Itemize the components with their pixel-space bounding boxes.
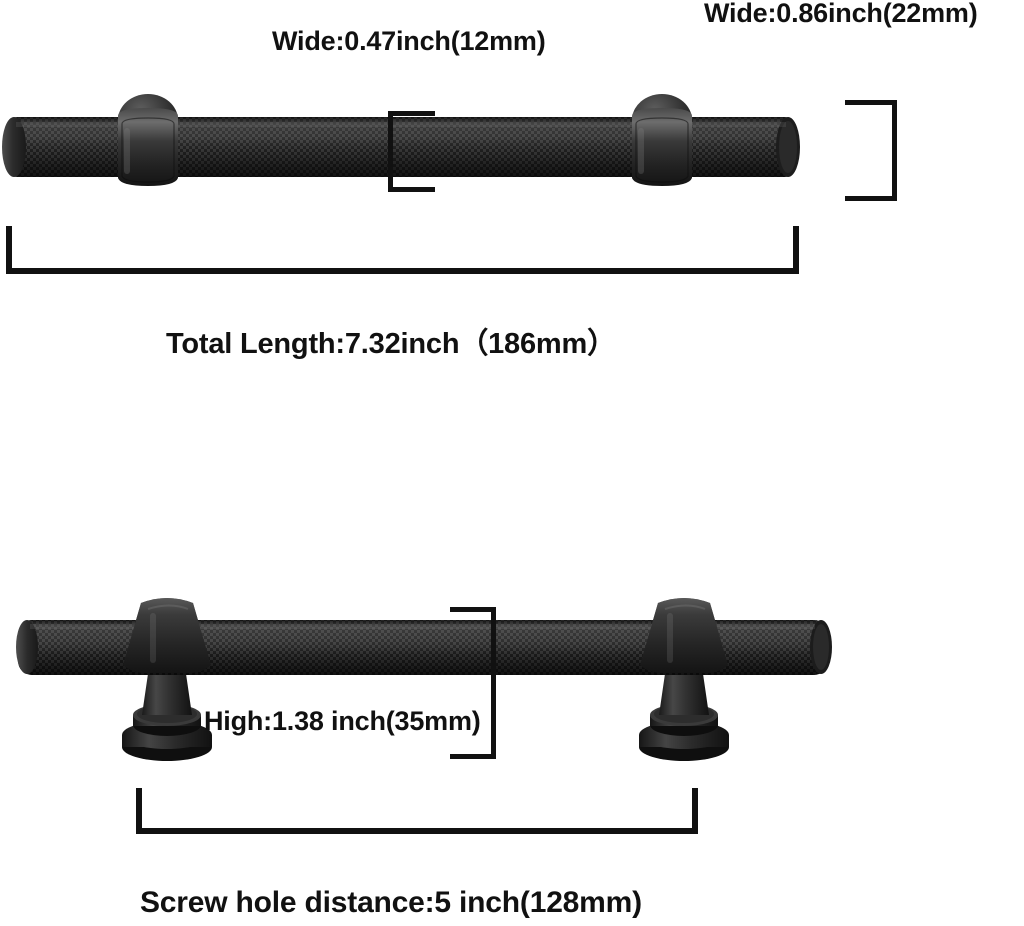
bracket-bar-height [845, 100, 897, 201]
bottom-handle-right-saddle-front [640, 598, 728, 673]
bracket-bar-width [388, 111, 435, 192]
bracket-handle-height [450, 607, 496, 759]
top-bar-body [2, 117, 800, 177]
top-handle-left-collar [118, 94, 178, 186]
top-handle-bar-view [0, 80, 810, 210]
label-bar-height: Wide:0.86inch(22mm) [704, 0, 978, 28]
bottom-bar-body [16, 620, 832, 675]
label-screw-hole-distance: Screw hole distance:5 inch(128mm) [140, 886, 642, 919]
bracket-total-length [6, 226, 799, 274]
bracket-screw-hole-distance [136, 788, 698, 834]
label-total-length: Total Length:7.32inch（186mm） [166, 328, 616, 360]
top-handle-right-collar [632, 94, 692, 186]
label-bar-width: Wide:0.47inch(12mm) [272, 26, 546, 56]
bottom-handle-side-view [0, 585, 860, 775]
label-handle-height: High:1.38 inch(35mm) [204, 706, 481, 736]
bottom-handle-left-saddle-front [123, 598, 211, 673]
